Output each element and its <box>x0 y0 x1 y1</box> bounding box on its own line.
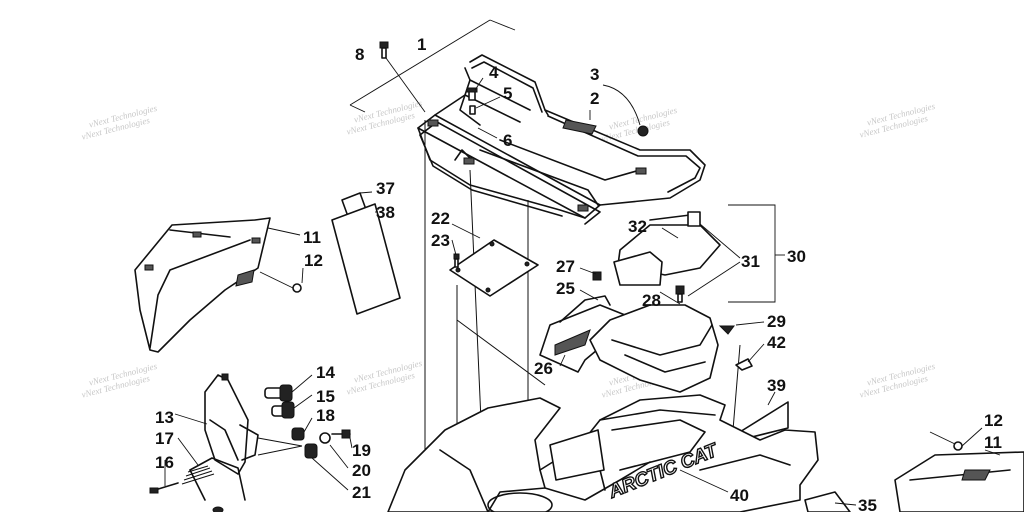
rear-fender: ARCTIC CAT <box>387 394 819 512</box>
callout-label: 21 <box>352 483 371 502</box>
callout-label: 22 <box>431 209 450 228</box>
callouts: 1 2 3 4 5 6 8 11 12 14 15 13 18 17 16 19… <box>155 35 1003 512</box>
callout-label: 42 <box>767 333 786 352</box>
decals-37-38 <box>331 191 401 315</box>
callout-label: 1 <box>417 35 426 54</box>
callout-label: 25 <box>556 279 575 298</box>
callout-label: 18 <box>316 406 335 425</box>
rack-hardware <box>466 77 501 139</box>
callout-label: 30 <box>787 247 806 266</box>
callout-label: 16 <box>155 453 174 472</box>
decal-part-2 <box>562 110 597 135</box>
bolt-part-8 <box>379 41 426 113</box>
callout-label: 19 <box>352 441 371 460</box>
callout-label: 27 <box>556 257 575 276</box>
callout-label: 11 <box>303 228 321 247</box>
callout-label: 23 <box>431 231 450 250</box>
callout-label: 32 <box>628 217 647 236</box>
callout-label: 11 <box>984 433 1002 452</box>
reflector-bracket <box>539 267 626 373</box>
callout-label: 31 <box>741 252 760 271</box>
small-fasteners <box>718 321 765 371</box>
callout-label: 29 <box>767 312 786 331</box>
rear-rack <box>349 19 706 225</box>
callout-label: 12 <box>984 411 1003 430</box>
cover-plate <box>449 223 539 297</box>
callout-label: 20 <box>352 461 371 480</box>
callout-label: 39 <box>767 376 786 395</box>
left-side-panel <box>134 217 304 353</box>
callout-label: 13 <box>155 408 174 427</box>
callout-label: 40 <box>730 486 749 505</box>
callout-label: 12 <box>304 251 323 270</box>
callout-label: 5 <box>503 84 512 103</box>
callout-label: 14 <box>316 363 335 382</box>
storage-box <box>589 204 785 393</box>
callout-label: 35 <box>858 496 877 512</box>
callout-label: 17 <box>155 429 174 448</box>
callout-label: 15 <box>316 387 335 406</box>
callout-label: 3 <box>590 65 599 84</box>
callout-label: 37 <box>376 179 395 198</box>
callout-label: 6 <box>503 131 512 150</box>
nut-part-3 <box>602 84 649 137</box>
part-35 <box>804 491 857 512</box>
callout-label: 26 <box>534 359 553 378</box>
callout-label: 28 <box>642 291 661 310</box>
callout-label: 2 <box>590 89 599 108</box>
taillight-assembly <box>149 373 353 512</box>
callout-label: 4 <box>489 63 499 82</box>
callout-label: 38 <box>376 203 395 222</box>
callout-label: 8 <box>355 45 364 64</box>
right-side-panel <box>894 427 1024 512</box>
